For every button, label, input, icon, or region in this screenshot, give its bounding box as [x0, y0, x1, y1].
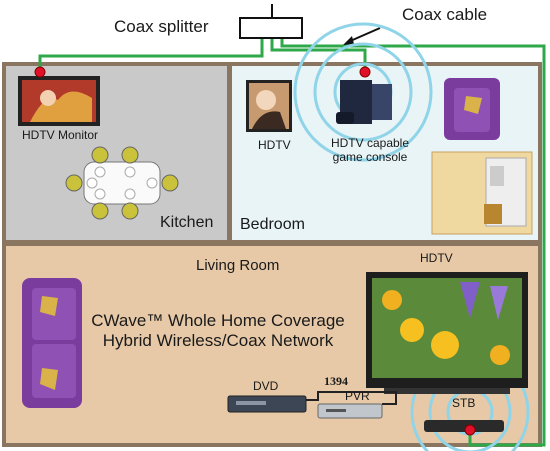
connection-nodes: [34, 66, 476, 436]
cwave-headline: CWave™ Whole Home Coverage Hybrid Wirele…: [88, 311, 348, 351]
cwave-headline-line1: CWave™ Whole Home Coverage: [91, 311, 345, 330]
game-console-icon: [336, 80, 392, 124]
stb-device-icon: [424, 420, 504, 432]
game-console-label-line1: HDTV capable: [330, 136, 410, 150]
firewire-1394-label: 1394: [324, 374, 348, 388]
coax-cable-lines: [38, 38, 546, 447]
cable-pointer-line: [347, 27, 381, 43]
game-console-label-line2: game console: [332, 150, 408, 164]
coax-splitter-box: [239, 17, 303, 39]
kitchen-room-label: Kitchen: [160, 214, 214, 231]
living-hdtv-label: HDTV: [420, 251, 453, 265]
dvd-label: DVD: [253, 379, 279, 393]
pvr-device-icon: [317, 403, 383, 419]
dvd-player-icon: [227, 395, 307, 413]
game-console-label: HDTV capable game console: [328, 136, 412, 164]
bedroom-hdtv-label: HDTV: [258, 138, 291, 152]
stb-label: STB: [452, 396, 476, 410]
coax-cable-label: Coax cable: [402, 5, 488, 24]
pvr-label: PVR: [345, 389, 370, 403]
cwave-headline-line2: Hybrid Wireless/Coax Network: [102, 331, 334, 350]
cable-pointer-arrowhead: [343, 36, 354, 45]
bedroom-bed-icon: [431, 151, 533, 235]
living-room-sofa-icon: [22, 278, 82, 408]
kitchen-hdtv-monitor-label: HDTV Monitor: [22, 128, 99, 142]
firewire-1394-link: [306, 391, 397, 405]
bedroom-hdtv-icon: [246, 80, 292, 132]
living-room-hdtv-icon: [366, 272, 528, 394]
coax-splitter-label: Coax splitter: [114, 17, 209, 36]
kitchen-table-icon: [65, 146, 179, 220]
bedroom-armchair-icon: [444, 78, 500, 140]
bedroom-room-label: Bedroom: [240, 216, 305, 233]
living-room-label: Living Room: [196, 257, 280, 274]
kitchen-hdtv-monitor-icon: [18, 76, 100, 126]
